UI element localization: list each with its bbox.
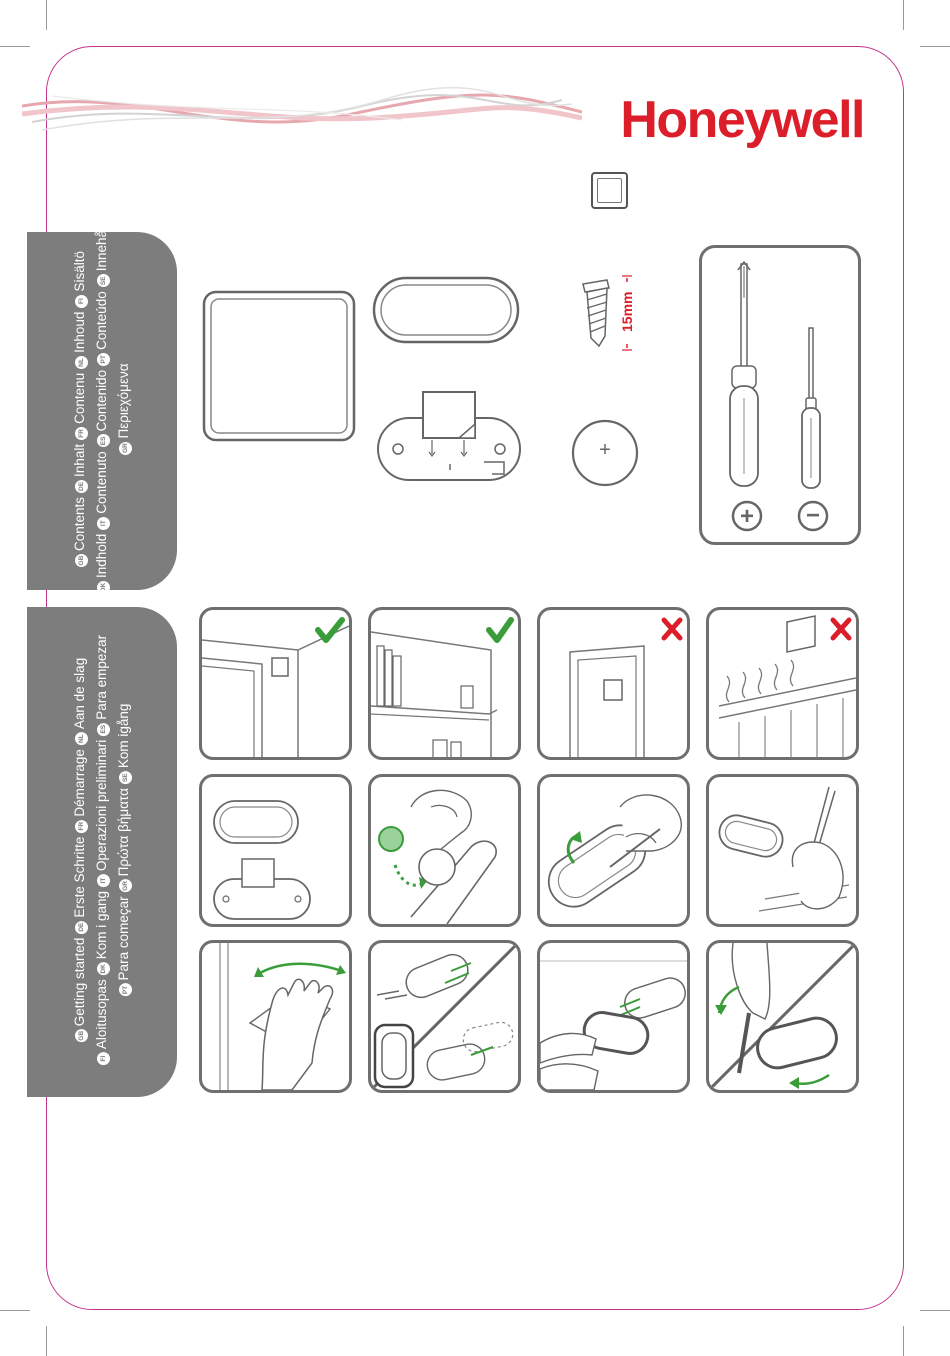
step-fix-base-screws bbox=[368, 940, 521, 1093]
step-placement-shelf bbox=[368, 607, 521, 760]
contents-heading-label: Contenido bbox=[94, 370, 109, 432]
step-placement-door-frame bbox=[537, 607, 690, 760]
step-attach-sensor bbox=[537, 940, 690, 1093]
language-code-badge: NL bbox=[75, 356, 88, 369]
crop-mark bbox=[920, 46, 950, 47]
language-code-badge: SE bbox=[119, 771, 132, 784]
crop-mark bbox=[0, 1310, 30, 1311]
step-remove-cover bbox=[537, 774, 690, 927]
step-mark-position bbox=[706, 774, 859, 927]
contents-heading: GB Contents DE Inhalt FR Contenu NL Inhoud FI Sis… bbox=[69, 232, 135, 590]
getting-started-heading-label: Kom igång bbox=[116, 704, 131, 769]
language-code-badge: FI bbox=[97, 1052, 110, 1065]
battery-illustration: + bbox=[570, 418, 640, 488]
crop-mark bbox=[0, 46, 30, 47]
language-code-badge: GR bbox=[119, 442, 132, 455]
contents-heading-label: Contenuto bbox=[94, 451, 109, 513]
getting-started-heading-label: Operazioni preliminari bbox=[94, 740, 109, 871]
contents-heading-label: Indhold bbox=[94, 534, 109, 578]
flat-symbol: − bbox=[806, 502, 820, 529]
contents-heading-line: GB Contents DE Inhalt FR Contenu NL Inhoud FI Sis… bbox=[69, 232, 91, 590]
contents-heading-label: Sisältö bbox=[72, 251, 87, 292]
getting-started-heading-label: Πρώτα βήματα bbox=[116, 788, 131, 876]
getting-started-heading-label: Aan de slag bbox=[72, 658, 87, 729]
crop-mark bbox=[46, 1326, 47, 1356]
getting-started-tab: GB Getting started DE Erste Schritte FR Démar… bbox=[27, 607, 177, 1097]
language-code-badge: DK bbox=[97, 962, 110, 975]
step-insert-battery bbox=[368, 774, 521, 927]
step-remove-sensor bbox=[706, 940, 859, 1093]
magnet-cover-illustration bbox=[372, 276, 520, 344]
crop-mark bbox=[920, 1310, 950, 1311]
language-code-badge: DE bbox=[75, 921, 88, 934]
language-code-badge: IT bbox=[97, 517, 110, 530]
tools-box: + − bbox=[699, 245, 861, 545]
contents-heading-label: Contents bbox=[72, 497, 87, 551]
language-code-badge: DE bbox=[75, 480, 88, 493]
language-code-badge: NL bbox=[75, 732, 88, 745]
language-code-badge: GB bbox=[75, 554, 88, 567]
language-code-badge: FR bbox=[75, 427, 88, 440]
screw-length-label: 15mm bbox=[619, 292, 635, 332]
contents-heading-label: Inhoud bbox=[72, 312, 87, 353]
language-code-badge: FR bbox=[75, 820, 88, 833]
language-code-badge: SE bbox=[97, 274, 110, 287]
language-code-badge: GR bbox=[119, 879, 132, 892]
cross-icon bbox=[664, 620, 680, 638]
language-code-badge: IT bbox=[97, 874, 110, 887]
getting-started-heading-label: Aloitusopas bbox=[94, 979, 109, 1049]
contents-heading-line: DK Indhold IT Contenuto ES Contenido PT Conteúd… bbox=[91, 232, 113, 590]
contents-heading-label: Innehåll bbox=[94, 232, 109, 271]
language-code-badge: PT bbox=[97, 353, 110, 366]
screwdrivers-illustration: + − bbox=[702, 248, 858, 542]
contents-heading-label: Contenu bbox=[72, 373, 87, 424]
crop-mark bbox=[903, 1326, 904, 1356]
getting-started-heading-line: FI Aloitusopas DK Kom i gang IT Operazioni pr… bbox=[91, 635, 113, 1069]
language-code-badge: GB bbox=[75, 1029, 88, 1042]
contents-heading-label: Inhalt bbox=[72, 444, 87, 477]
contents-heading-label: Περιεχόμενα bbox=[116, 363, 131, 438]
sensor-body-illustration bbox=[202, 290, 356, 442]
step-clean-surface bbox=[199, 940, 352, 1093]
getting-started-heading-label: Démarrage bbox=[72, 749, 87, 817]
getting-started-heading-label: Getting started bbox=[72, 938, 87, 1027]
language-code-badge: DK bbox=[97, 581, 110, 590]
getting-started-heading-line: GB Getting started DE Erste Schritte FR Démar… bbox=[69, 635, 91, 1069]
check-icon bbox=[489, 620, 511, 640]
step-parts-overview bbox=[199, 774, 352, 927]
getting-started-heading: GB Getting started DE Erste Schritte FR Démar… bbox=[69, 635, 135, 1069]
language-code-badge: ES bbox=[97, 723, 110, 736]
getting-started-heading-label: Para começar bbox=[116, 896, 131, 980]
language-code-badge: PT bbox=[119, 983, 132, 996]
contents-heading-line: GR Περιεχόμενα bbox=[113, 232, 135, 590]
battery-plus-symbol: + bbox=[599, 439, 611, 461]
check-icon bbox=[318, 620, 342, 640]
step-placement-above-radiator bbox=[706, 607, 859, 760]
getting-started-heading-label: Kom i gang bbox=[94, 891, 109, 959]
phillips-symbol: + bbox=[740, 503, 754, 530]
contents-tab: GB Contents DE Inhalt FR Contenu NL Inhoud FI Sis… bbox=[27, 232, 177, 590]
contents-heading-label: Conteúdo bbox=[94, 291, 109, 350]
language-code-badge: ES bbox=[97, 434, 110, 447]
mounting-base-illustration bbox=[374, 390, 524, 490]
language-code-badge: FI bbox=[75, 295, 88, 308]
screw-illustration: 15mm bbox=[575, 272, 645, 358]
product-icon bbox=[591, 172, 628, 209]
getting-started-heading-label: Erste Schritte bbox=[72, 837, 87, 918]
step-placement-room-corner bbox=[199, 607, 352, 760]
crop-mark bbox=[46, 0, 47, 30]
honeywell-logo: Honeywell bbox=[588, 88, 864, 152]
getting-started-heading-label: Para empezar bbox=[94, 635, 109, 720]
getting-started-heading-line: PT Para começar GR Πρώτα βήματα SE Kom igång bbox=[113, 635, 135, 1069]
cross-icon bbox=[833, 620, 849, 638]
swirl-decoration bbox=[22, 84, 582, 144]
crop-mark bbox=[903, 0, 904, 30]
